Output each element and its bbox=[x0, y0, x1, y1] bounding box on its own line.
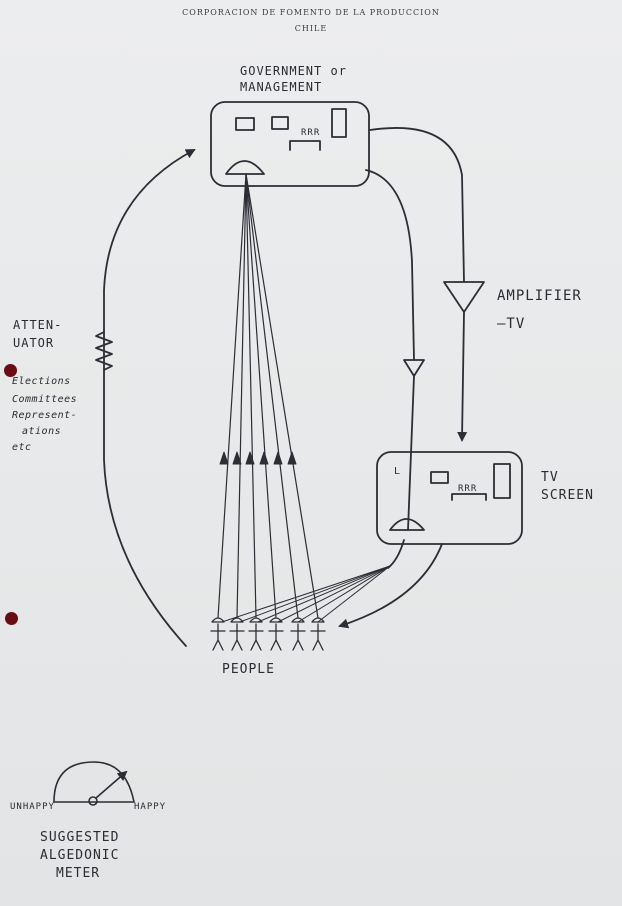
tv-rrr-label: RRR bbox=[458, 484, 478, 494]
meter-happy-label: HAPPY bbox=[134, 802, 167, 812]
attenuator-label-line2: UATOR bbox=[13, 336, 55, 350]
representations-label-1: Represent- bbox=[12, 410, 78, 421]
attenuator-upper bbox=[103, 149, 196, 333]
government-label-line2: MANAGEMENT bbox=[240, 80, 323, 94]
people-figures bbox=[210, 617, 326, 651]
people-to-government-lines bbox=[217, 173, 319, 619]
tv-to-people-arrow bbox=[338, 543, 443, 629]
tv-screen-label-line1: TV bbox=[541, 470, 559, 485]
meter-caption-line2: ALGEDONIC bbox=[40, 848, 120, 863]
letterhead-line2: CHILE bbox=[294, 24, 328, 33]
amplifier-path bbox=[369, 127, 485, 442]
gov-rrr-label: RRR bbox=[301, 128, 321, 138]
representations-label-2: ations bbox=[22, 426, 62, 437]
letterhead-line1: CORPORACION DE FOMENTO DE LA PRODUCCION bbox=[182, 8, 440, 17]
algedonic-meter bbox=[53, 761, 135, 806]
attenuator-loop bbox=[103, 369, 187, 647]
punch-hole-bottom bbox=[5, 612, 18, 625]
tv-l-mark: L bbox=[394, 466, 402, 477]
government-label-line1: GOVERNMENT or bbox=[240, 64, 347, 78]
meter-caption-line3: METER bbox=[56, 866, 101, 881]
meter-unhappy-label: UNHAPPY bbox=[10, 802, 55, 812]
committees-label: Committees bbox=[12, 394, 78, 405]
gov-to-tv-triangle bbox=[403, 359, 425, 377]
attenuator-label-line1: ATTEN- bbox=[13, 318, 63, 332]
amplifier-label: AMPLIFIER bbox=[497, 288, 582, 304]
amplifier-tv-label: —TV bbox=[497, 316, 526, 332]
tv-screen-box bbox=[376, 451, 523, 545]
tv-to-people-fan bbox=[221, 565, 391, 623]
etc-label: etc bbox=[12, 442, 32, 453]
government-box bbox=[210, 101, 370, 187]
tv-screen-label-line2: SCREEN bbox=[541, 488, 594, 503]
elections-label: Elections bbox=[12, 376, 71, 387]
gov-to-tv-line bbox=[365, 169, 415, 361]
attenuator-resistor bbox=[95, 331, 113, 371]
punch-hole-top bbox=[4, 364, 17, 377]
upward-arrowheads bbox=[219, 451, 297, 465]
meter-caption-line1: SUGGESTED bbox=[40, 830, 120, 845]
people-label: PEOPLE bbox=[222, 662, 275, 677]
